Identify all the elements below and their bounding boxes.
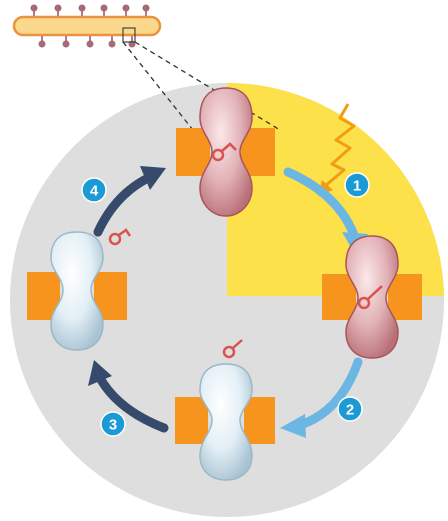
membrane-block-right [388,274,422,320]
arrow-step-2 [295,357,363,430]
pigment-state-bottom [175,339,275,481]
pigment-state-left [27,228,132,351]
bacterium-body [12,15,162,37]
light-ray-icon [324,103,356,188]
step-label-1: 1 [353,178,361,195]
step-badge-4: 4 [81,177,107,203]
membrane-block-left [175,397,208,444]
step-badge-2: 2 [337,396,363,422]
pigment-protein [199,87,253,217]
pigment-protein [50,231,104,351]
pigment-state-right [322,235,422,359]
zoom-lines [122,41,281,131]
arrow-step-2-head [280,414,306,438]
retinal-chromophore-icon [222,339,243,359]
bacterium-cell-icon [12,4,162,48]
step-badge-1: 1 [344,172,370,198]
pigment-protein [199,363,253,481]
pigment-state-top [176,87,275,217]
retinal-chromophore-icon [357,285,383,310]
arrow-step-3 [95,373,169,433]
step-label-2: 2 [346,402,354,419]
step-label-3: 3 [109,417,117,434]
arrow-step-3-head [88,360,112,386]
arrow-step-4-head [140,166,166,190]
retinal-chromophore-icon [211,142,237,162]
step-label-4: 4 [90,183,99,200]
pigment-protein [345,235,399,359]
retinal-chromophore-icon [108,228,132,246]
step-badge-3: 3 [100,411,126,437]
membrane-block-right [244,397,275,444]
membrane-block-left [322,274,356,320]
arrow-step-1 [283,167,360,243]
zoom-box [122,27,136,43]
light-quadrant [227,83,444,296]
arrow-step-4 [93,173,153,237]
membrane-block-left [176,128,210,176]
